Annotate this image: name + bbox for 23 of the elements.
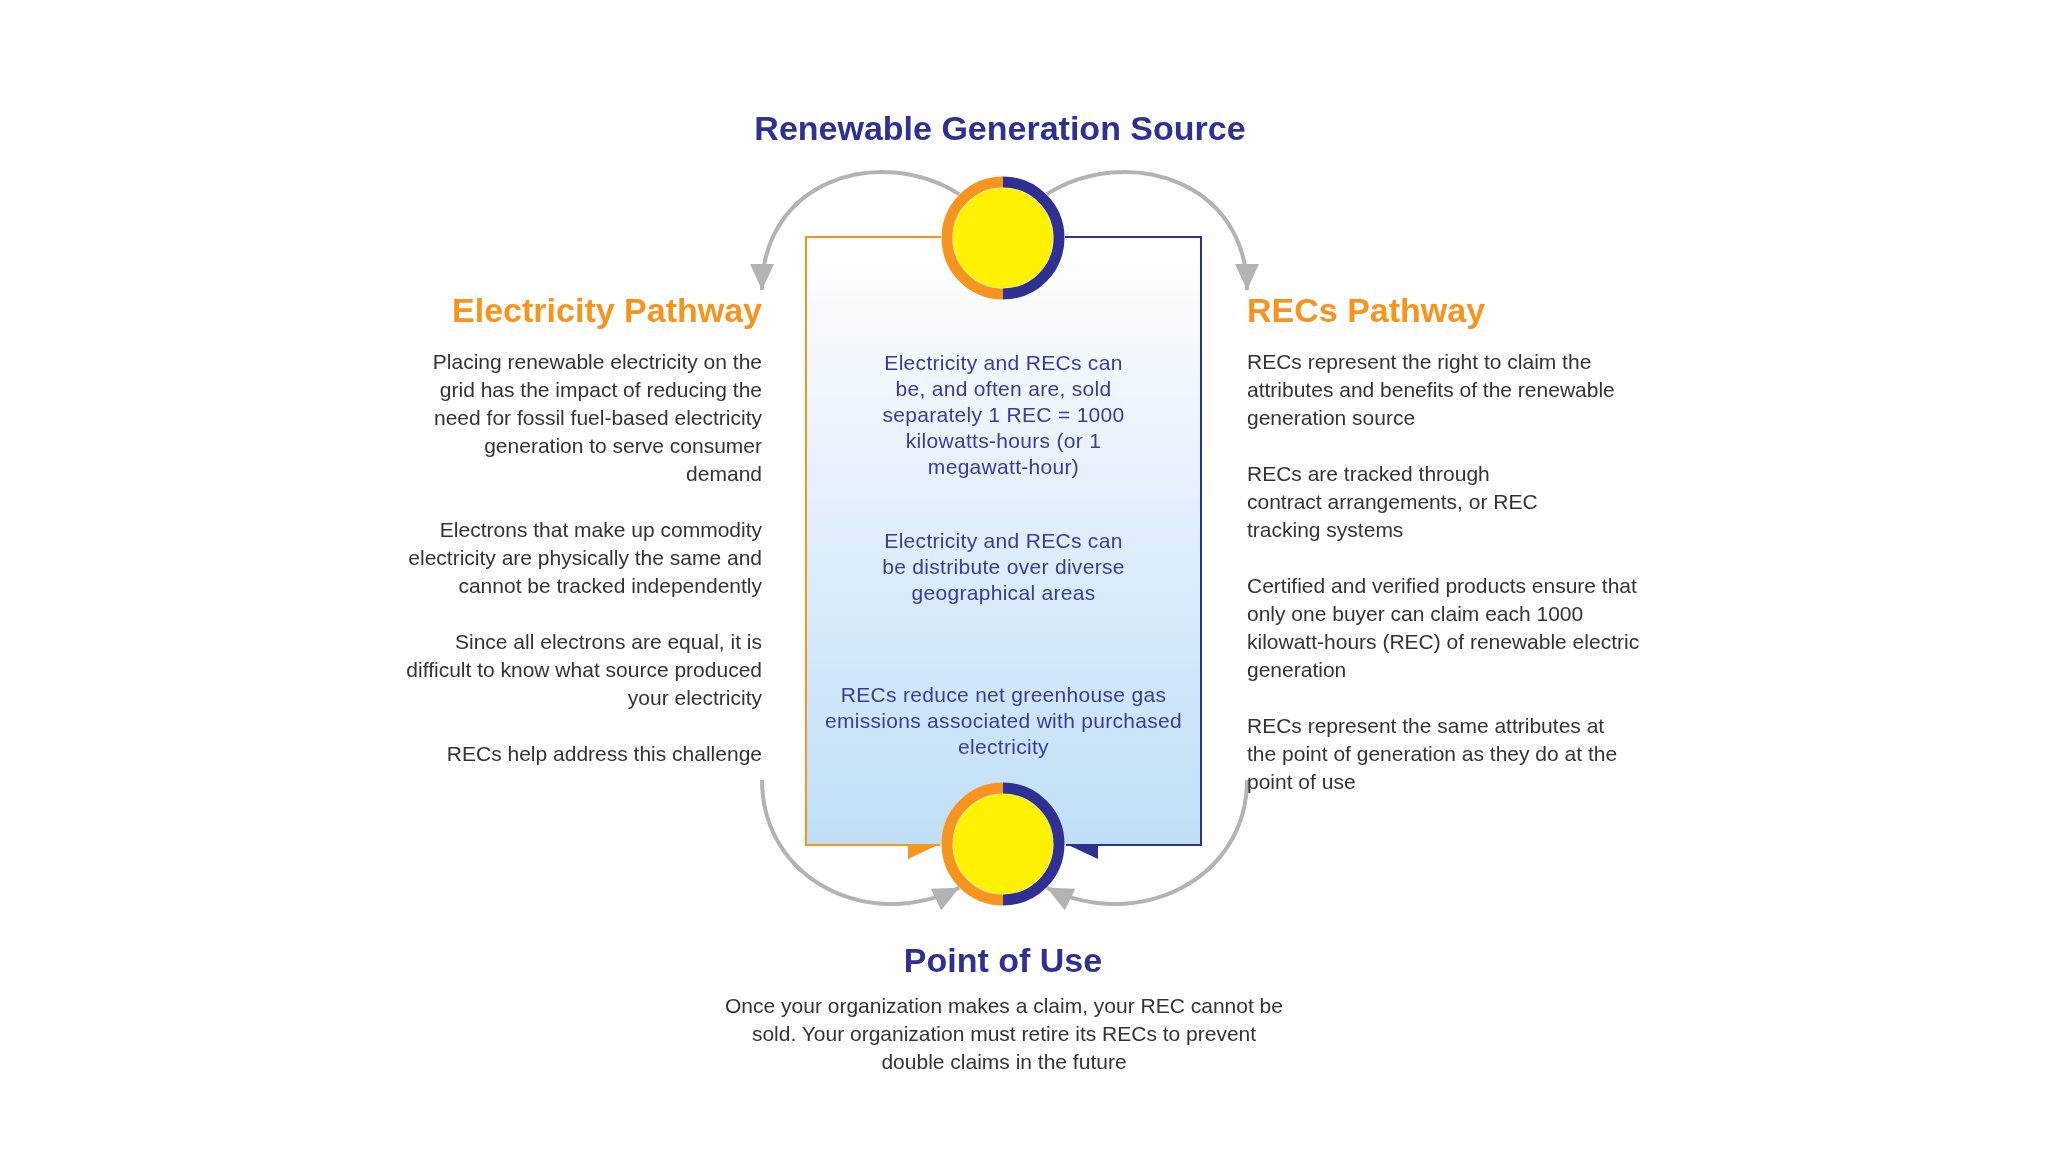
curved-arrow [752, 170, 961, 291]
section-paragraph: Once your organization makes a claim, your REC cannot be sold. Your organization must retire its RECs to prevent double claims in the future [724, 993, 1284, 1075]
flow-arrow [1065, 236, 1202, 859]
diagram-title: Renewable Generation Source [754, 108, 1246, 149]
pathway-paragraph: RECs represent the right to claim the attributes and benefits of the renewable generation source [1247, 349, 1616, 431]
pathway-heading: RECs Pathway [1247, 290, 1486, 330]
panel-text: Electricity and RECs can be distribute over diverse geographical areas [881, 528, 1126, 606]
pathway-paragraph: Since all electrons are equal, it is difficult to know what source produced your electricity [405, 629, 762, 711]
panel-background [807, 238, 1200, 844]
pathway-paragraph: RECs help address this challenge [445, 741, 762, 767]
section-heading: Point of Use [903, 940, 1103, 981]
pathway-heading: Electricity Pathway [452, 290, 762, 330]
pathway-paragraph: Placing renewable electricity on the grid has the impact of reducing the need for fossil fuel-based electricity generation to serve consumer demand [431, 349, 762, 487]
flow-arrow [805, 236, 941, 859]
curved-arrow [1046, 779, 1249, 909]
curved-arrow [1045, 170, 1257, 291]
pathway-paragraph: Electrons that make up commodity electricity are physically the same and cannot be tracked independently [407, 517, 762, 599]
pathway-paragraph: RECs are tracked through contract arrangements, or REC tracking systems [1247, 461, 1539, 543]
pathway-paragraph: RECs represent the same attributes at the point of generation as they do at the point of use [1247, 713, 1619, 795]
curved-arrow [760, 779, 960, 909]
pathway-paragraph: Certified and verified products ensure that only one buyer can claim each 1000 kilowatt-hours (REC) of renewable electric generation [1247, 573, 1641, 683]
panel-text: RECs reduce net greenhouse gas emissions associated with purchased electricity [823, 682, 1184, 760]
panel-text: Electricity and RECs can be, and often are, sold separately 1 REC = 1000 kilowatts-hours (or 1 megawatt-hour) [881, 350, 1126, 480]
